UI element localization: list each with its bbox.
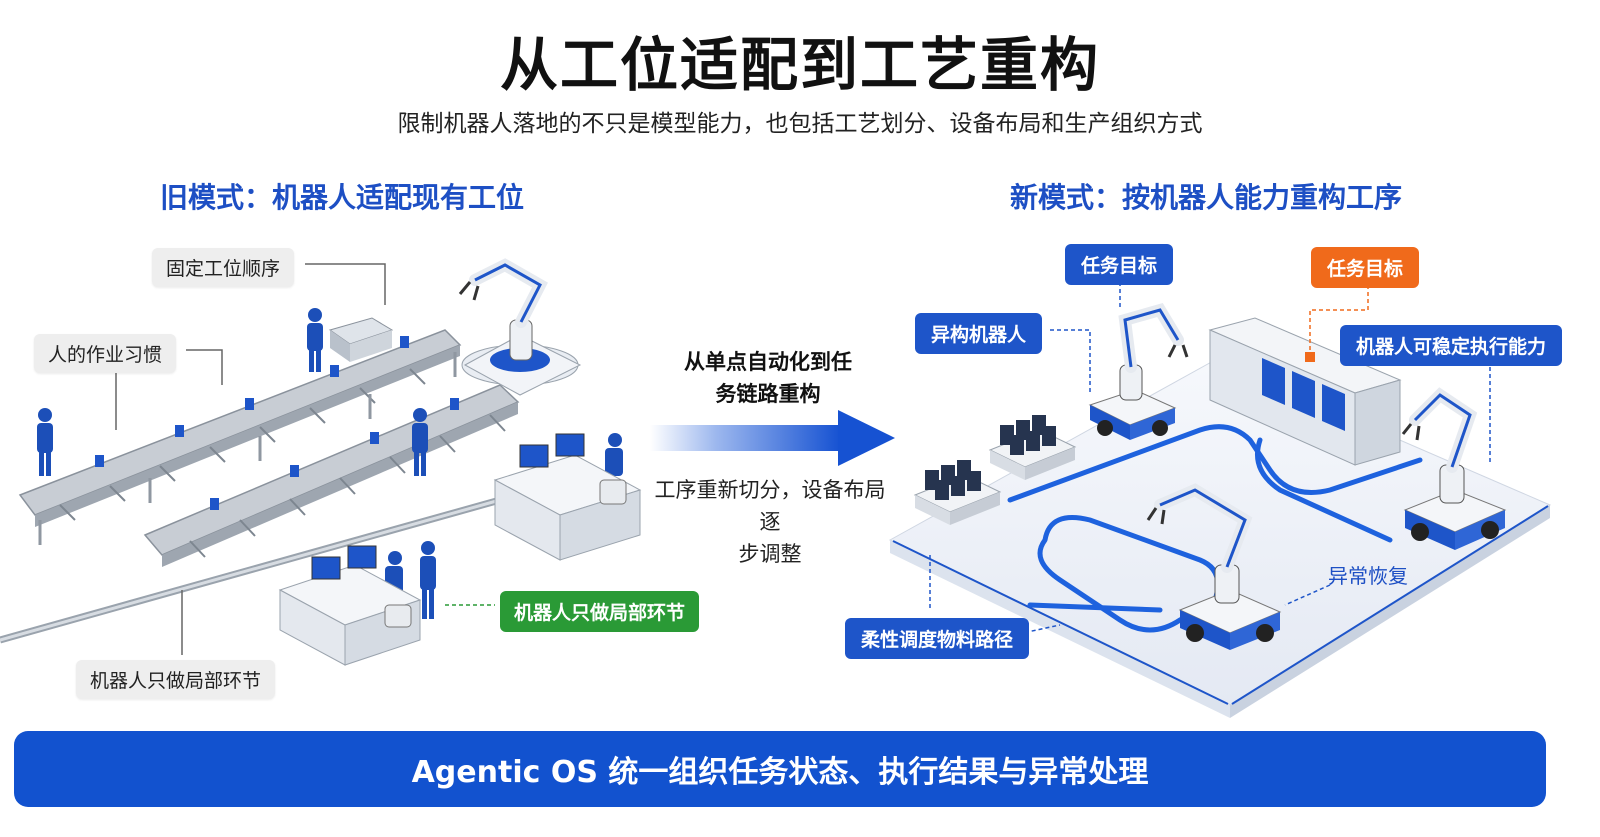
label-task-goal-blue: 任务目标 xyxy=(1065,244,1174,285)
transition-heading: 从单点自动化到任务链路重构 xyxy=(684,350,852,406)
label-task-goal-orange: 任务目标 xyxy=(1311,247,1420,288)
transition-note: 工序重新切分，设备布局逐步调整 xyxy=(654,478,886,566)
label-robot-partial-green: 机器人只做局部环节 xyxy=(500,591,700,632)
transition-arrow xyxy=(650,410,895,466)
page-subtitle: 限制机器人落地的不只是模型能力，也包括工艺划分、设备布局和生产组织方式 xyxy=(397,111,1203,137)
new-mode-title: 新模式：按机器人能力重构工序 xyxy=(1010,181,1403,214)
page-title: 从工位适配到工艺重构 xyxy=(499,31,1100,99)
old-production-line xyxy=(0,258,642,666)
footer-text: Agentic OS 统一组织任务状态、执行结果与异常处理 xyxy=(411,755,1149,790)
label-hetero-robot: 异构机器人 xyxy=(915,313,1043,354)
label-fixed-station-order: 固定工位顺序 xyxy=(152,248,295,287)
old-mode-title: 旧模式：机器人适配现有工位 xyxy=(160,181,525,214)
label-human-habit: 人的作业习惯 xyxy=(34,334,177,373)
label-exception-recovery: 异常恢复 xyxy=(1328,564,1408,588)
old-mode-leader-lines xyxy=(115,263,495,655)
footer-banner: Agentic OS 统一组织任务状态、执行结果与异常处理 xyxy=(14,731,1546,807)
label-robot-partial-gray: 机器人只做局部环节 xyxy=(76,660,276,699)
new-factory-floor xyxy=(888,302,1552,718)
label-flex-routing: 柔性调度物料路径 xyxy=(845,618,1030,659)
label-stable-exec: 机器人可稳定执行能力 xyxy=(1340,325,1563,366)
